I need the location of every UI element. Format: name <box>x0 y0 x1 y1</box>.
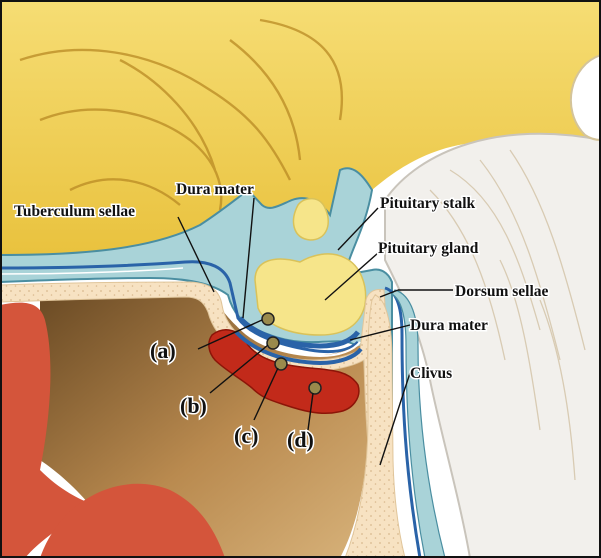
label-d: (d) <box>287 427 314 452</box>
pituitary-stalk-bulb <box>294 199 329 240</box>
label-dura-mater-right: Dura mater <box>410 317 488 334</box>
label-dura-mater-top: Dura mater <box>176 181 254 198</box>
label-tuberculum-sellae: Tuberculum sellae <box>14 203 135 220</box>
label-clivus: Clivus <box>410 365 452 382</box>
label-c: (c) <box>234 423 258 448</box>
label-b: (b) <box>180 393 207 418</box>
label-a: (a) <box>150 338 176 363</box>
label-dorsum-sellae: Dorsum sellae <box>455 283 549 300</box>
label-pituitary-gland: Pituitary gland <box>378 240 479 257</box>
label-pituitary-stalk: Pituitary stalk <box>380 195 476 212</box>
